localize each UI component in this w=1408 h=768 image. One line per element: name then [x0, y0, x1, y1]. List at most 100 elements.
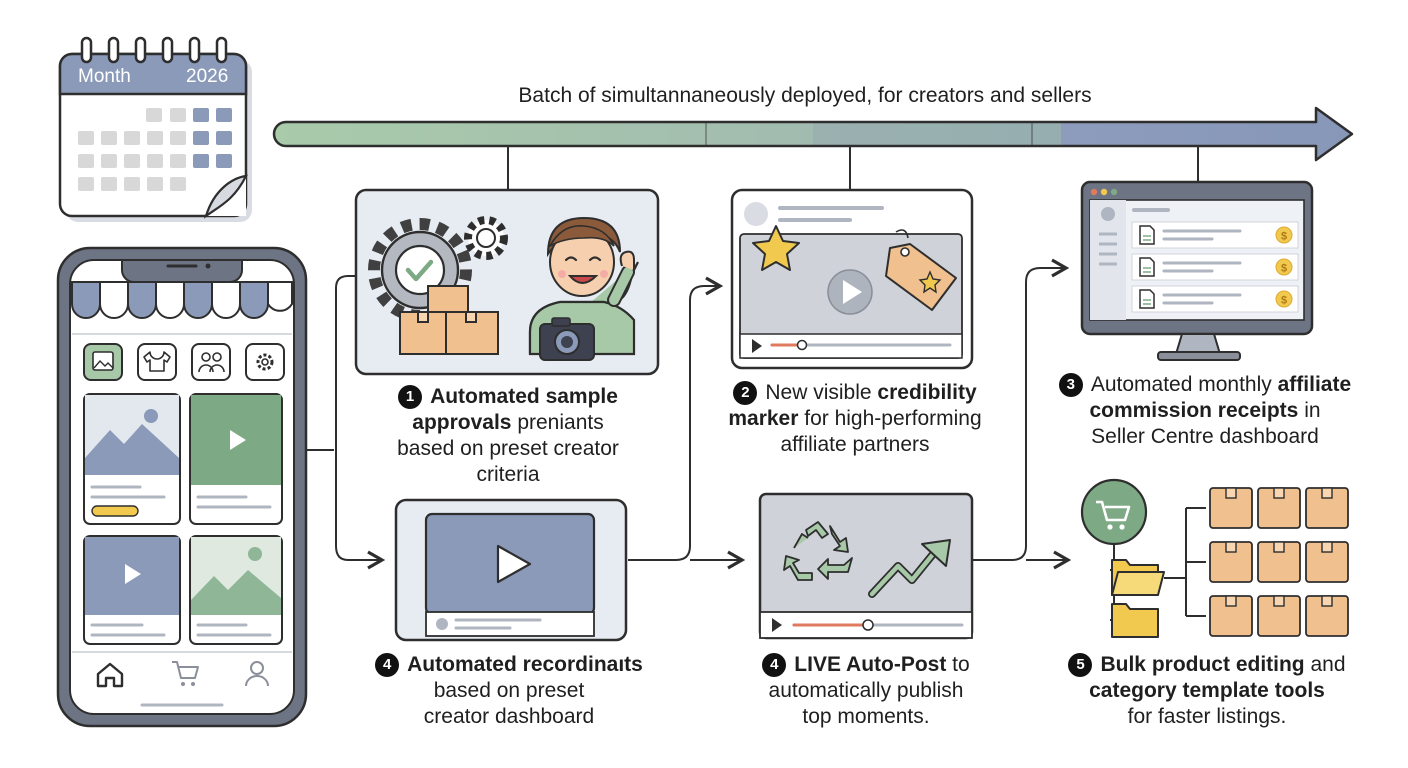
price-tag-icon: [885, 229, 957, 311]
seller-centre-dashboard-illustration: $ $ $: [1080, 180, 1314, 361]
camera-icon: [539, 317, 595, 361]
folder-icon: [1111, 603, 1159, 638]
live-auto-post-illustration: [758, 492, 974, 640]
recycle-icon: [783, 521, 853, 581]
caption-text: Automated sample: [430, 385, 618, 408]
receipt-row: $: [1131, 221, 1299, 249]
recording-illustration: [394, 498, 628, 642]
receipt-row: $: [1131, 285, 1299, 313]
step-number-badge: 5: [1068, 653, 1093, 677]
caption-line: based on preset creator: [352, 436, 664, 462]
timeline-connectors: [507, 146, 1199, 190]
gear-icon[interactable]: [245, 343, 285, 381]
step-number-badge: 2: [733, 381, 758, 405]
caption-text: automatically publish: [768, 679, 964, 702]
credibility-marker-illustration: [730, 188, 974, 370]
calendar-year-label: 2026: [186, 66, 229, 87]
diagram-title: Batch of simultannaneously deployed, for…: [518, 84, 1092, 107]
svg-text:$: $: [1281, 231, 1287, 243]
caption-line: 2 New visible credibility: [700, 380, 1010, 406]
caption-text: affiliate: [1277, 373, 1352, 396]
folder-icon: [1111, 559, 1165, 596]
product-card[interactable]: [83, 393, 181, 525]
caption-line: creator dashboard: [344, 704, 674, 730]
caption-text: Automated monthly: [1090, 373, 1278, 396]
calendar-month-label: Month: [78, 66, 131, 87]
caption-text: for faster listings.: [1127, 705, 1287, 728]
caption-line: commission receipts in: [1030, 398, 1380, 424]
user-icon[interactable]: [245, 661, 269, 687]
caption-line: 1 Automated sample: [352, 384, 664, 410]
feature-caption-automated-recordings: 4 Automated recordinaıts based on preset cr…: [344, 652, 674, 730]
caption-text: Seller Centre dashboard: [1091, 425, 1319, 448]
caption-text: New visible: [765, 381, 878, 404]
caption-text: top moments.: [802, 705, 930, 728]
caption-line: based on preset: [344, 678, 674, 704]
product-box-grid: [1209, 487, 1349, 637]
caption-line: criteria: [352, 462, 664, 488]
star-icon: [752, 225, 800, 271]
shirt-icon[interactable]: [137, 343, 177, 381]
caption-text: LIVE Auto-Post: [794, 653, 947, 676]
feature-caption-bulk-editing: 5 Bulk product editing and category templa…: [1042, 652, 1372, 730]
caption-text: to: [946, 653, 970, 676]
caption-line: Seller Centre dashboard: [1030, 424, 1380, 450]
caption-text: commission receipts: [1089, 399, 1299, 422]
caption-line: 4 Automated recordinaıts: [344, 652, 674, 678]
caption-text: in: [1298, 399, 1321, 422]
video-card[interactable]: [189, 393, 283, 525]
bulk-editing-illustration: [1080, 478, 1349, 638]
caption-text: marker: [728, 407, 799, 430]
svg-text:$: $: [1281, 295, 1287, 307]
cart-icon: [1080, 478, 1148, 546]
flow-connectors: [306, 258, 1072, 570]
caption-text: affiliate partners: [780, 433, 930, 456]
caption-text: creator dashboard: [423, 705, 595, 728]
step-number-badge: 3: [1058, 373, 1083, 397]
caption-line: 5 Bulk product editing and: [1042, 652, 1372, 678]
caption-text: category template tools: [1089, 679, 1325, 702]
caption-line: 4 LIVE Auto-Post to: [716, 652, 1016, 678]
caption-text: Bulk product editing: [1100, 653, 1305, 676]
product-card[interactable]: [189, 535, 283, 645]
caption-line: marker for high-performing: [700, 406, 1010, 432]
caption-line: 3 Automated monthly affiliate: [1030, 372, 1380, 398]
sample-approval-illustration: [354, 188, 660, 376]
boxes-icon: [399, 285, 499, 355]
home-icon[interactable]: [96, 662, 124, 688]
caption-text: preniants: [511, 411, 604, 434]
calendar-icon: [58, 36, 252, 222]
feature-caption-live-auto-post: 4 LIVE Auto-Post to automatically publish t…: [716, 652, 1016, 730]
caption-line: for faster listings.: [1042, 704, 1372, 730]
trend-up-icon: [868, 539, 951, 598]
caption-text: Automated recordinaıts: [407, 653, 643, 676]
step-number-badge: 1: [398, 385, 423, 409]
caption-line: approvals preniants: [352, 410, 664, 436]
video-card[interactable]: [83, 535, 181, 645]
image-icon[interactable]: [83, 343, 123, 381]
users-icon[interactable]: [191, 343, 231, 381]
cart-icon[interactable]: [172, 661, 199, 686]
caption-text: criteria: [476, 463, 540, 486]
caption-line: top moments.: [716, 704, 1016, 730]
caption-text: based on preset: [433, 679, 585, 702]
caption-line: affiliate partners: [700, 432, 1010, 458]
step-number-badge: 4: [375, 653, 400, 677]
caption-line: category template tools: [1042, 678, 1372, 704]
caption-text: for high-performing: [798, 407, 982, 430]
caption-text: credibility: [877, 381, 977, 404]
caption-line: automatically publish: [716, 678, 1016, 704]
caption-text: based on preset creator: [397, 437, 619, 460]
caption-text: approvals: [412, 411, 512, 434]
gear-icon: [464, 216, 508, 260]
caption-text: and: [1304, 653, 1346, 676]
step-number-badge: 4: [762, 653, 787, 677]
timeline-arrow: [272, 106, 1354, 162]
play-icon: [496, 544, 532, 584]
receipt-row: $: [1131, 253, 1299, 281]
svg-text:$: $: [1281, 263, 1287, 275]
